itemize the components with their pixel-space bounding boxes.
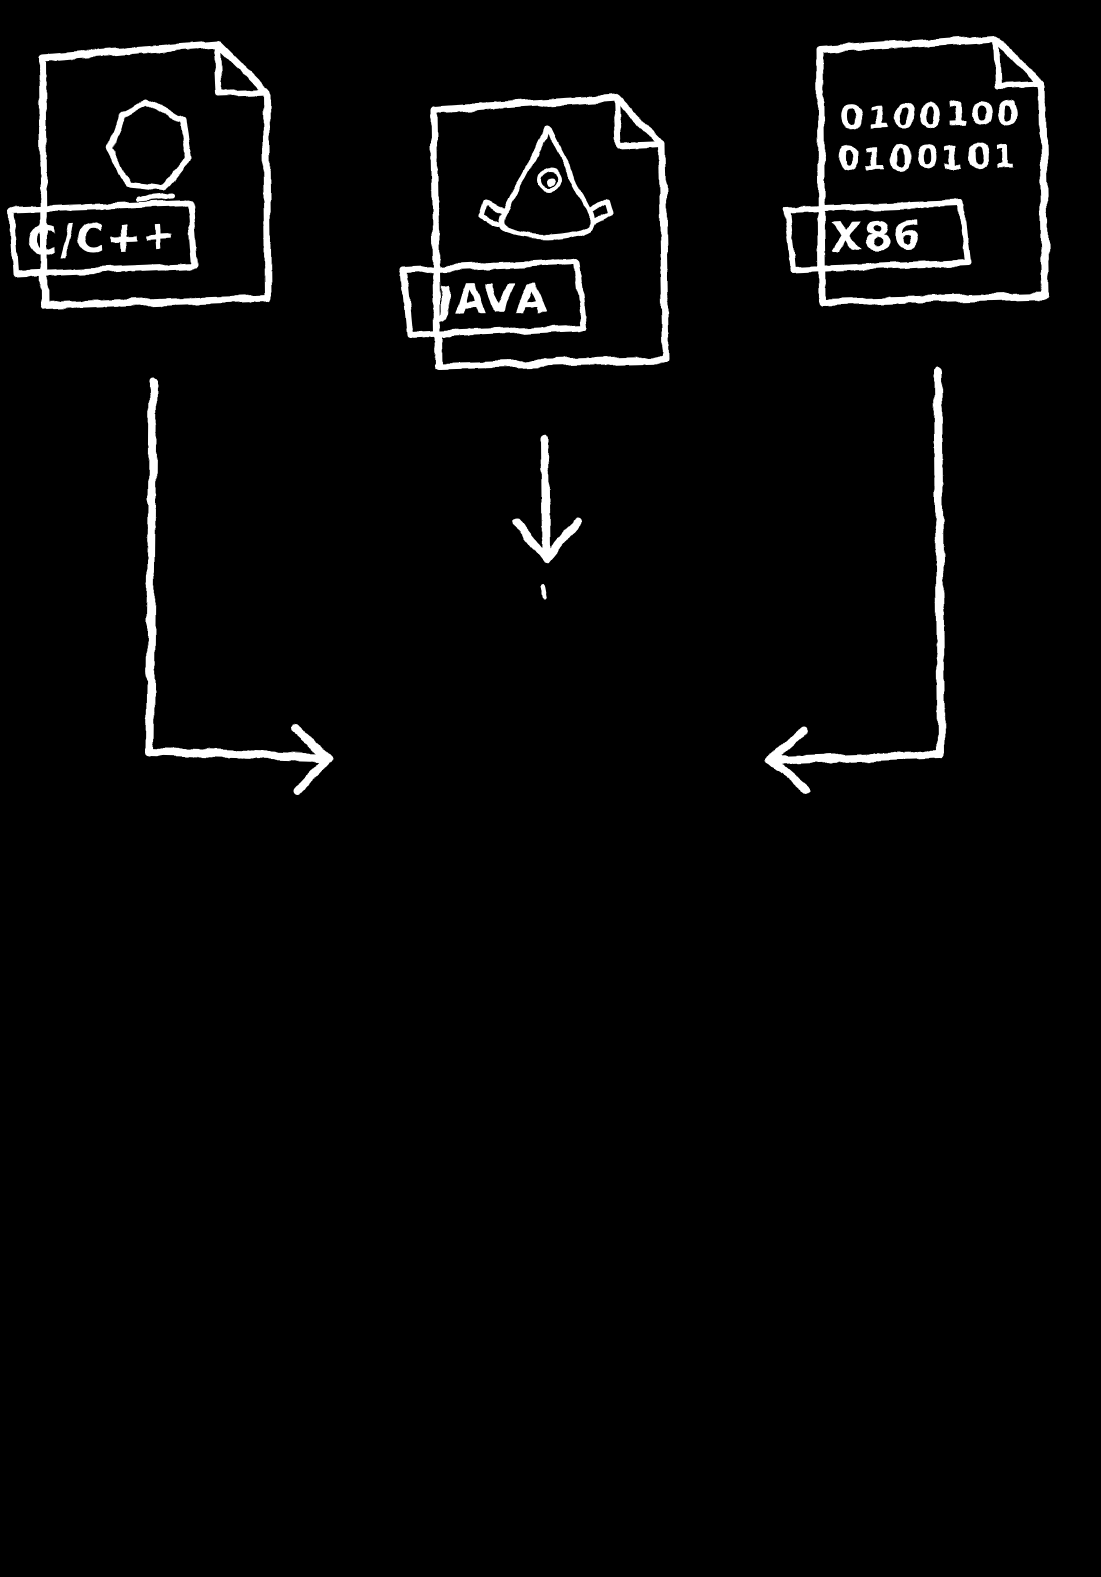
java-file: JAVA (400, 94, 670, 370)
duke-mascot-icon (479, 125, 614, 240)
arrow-from-java (512, 434, 581, 600)
cpp-label-banner (9, 200, 198, 277)
cpp-document-outline (38, 40, 272, 310)
arrow-right-head-icon (766, 727, 810, 795)
arrow-left-head-icon (290, 724, 332, 796)
chalk-mark (540, 583, 548, 600)
x86-label: X86 (830, 212, 924, 261)
x86-file: 0100100 0100101 X86 (784, 34, 1050, 306)
duke-left-arm (479, 199, 507, 227)
arrow-down-head-icon (512, 518, 581, 564)
binary-code-icon: 0100100 0100101 (837, 93, 1024, 179)
duke-pupil (548, 178, 556, 186)
x86-document-outline (816, 34, 1050, 306)
hexagon-icon (107, 99, 191, 191)
arrow-right-shaft (772, 368, 945, 764)
x86-corner-fold-icon (993, 35, 1045, 89)
arrow-down-shaft (541, 434, 550, 560)
cpp-corner-fold-icon (215, 41, 269, 97)
java-corner-fold-icon (613, 95, 665, 149)
x86-label-banner (784, 200, 971, 273)
hexagon-underline (135, 193, 175, 202)
java-document-outline (430, 94, 670, 370)
cpp-label: C/C++ (27, 212, 180, 266)
arrow-from-cpp (146, 376, 332, 796)
java-label: JAVA (434, 276, 548, 324)
java-label-banner (400, 259, 587, 338)
binary-line-1: 0100100 (841, 93, 1024, 138)
duke-right-arm (587, 197, 614, 225)
binary-line-2: 0100101 (837, 136, 1019, 178)
duke-body (498, 125, 596, 240)
arrow-left-shaft (146, 376, 324, 761)
cpp-file: C/C++ (9, 40, 272, 310)
duke-eye (538, 168, 562, 192)
arrow-from-x86 (766, 368, 945, 795)
